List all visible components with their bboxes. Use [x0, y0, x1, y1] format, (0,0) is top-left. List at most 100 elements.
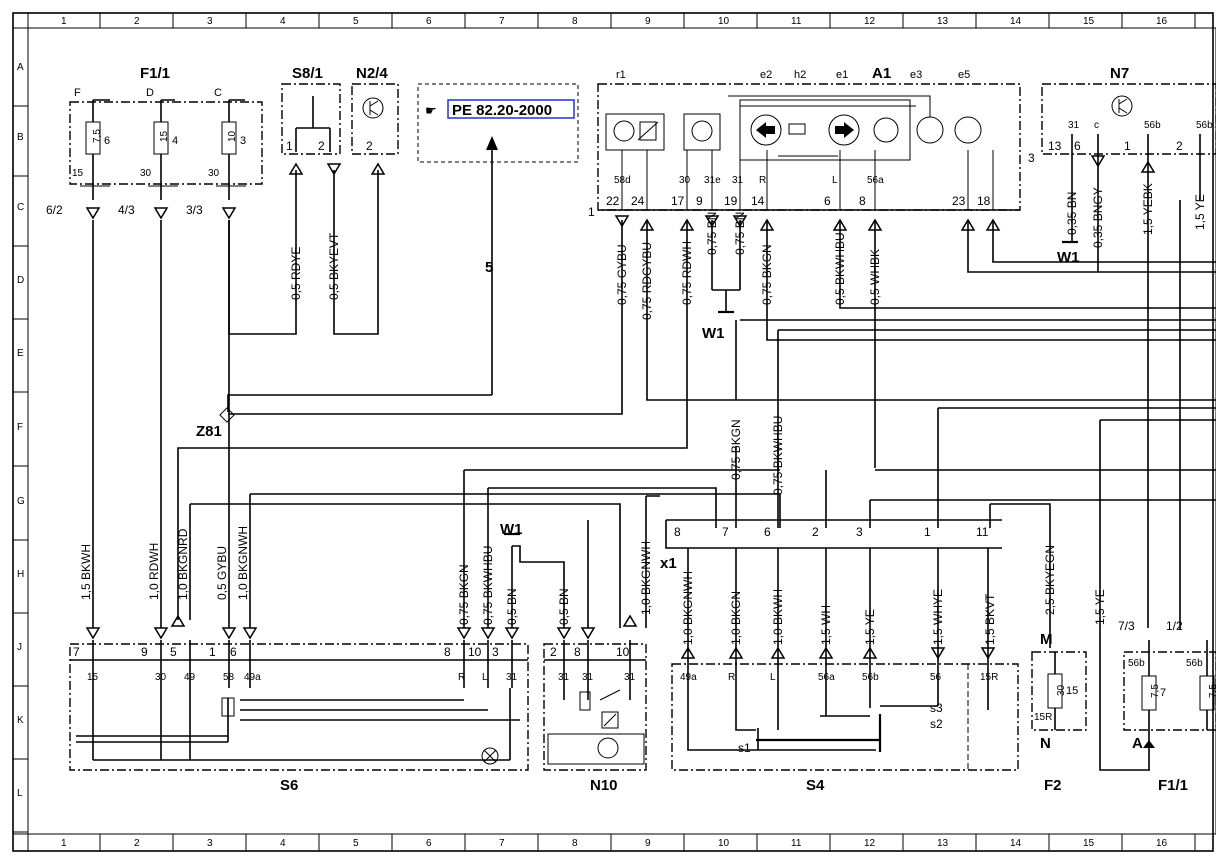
a1-term-8: 56a: [867, 175, 884, 186]
grid-row-D: D: [17, 275, 24, 286]
grid-row-A: A: [17, 62, 24, 73]
grid-col-11: 11: [791, 16, 802, 27]
f1-1-title: F1/1: [140, 65, 170, 82]
s6-term-8: R: [458, 672, 465, 683]
connector-arrow-up: [728, 646, 744, 659]
wire-label-w-s4-bkvt: 1,5 BKVT: [983, 593, 997, 645]
n2-4-pin-2: 2: [366, 139, 373, 153]
a1-term-14: R: [759, 175, 766, 186]
grid-col-8: 8: [572, 16, 578, 27]
fuse-letter-c: C: [214, 87, 222, 99]
connector-arrow-down: [221, 627, 237, 640]
fuse-f-ref: 6/2: [46, 203, 63, 217]
n7-term-6: c: [1094, 120, 1099, 131]
n7-pin-6: 6: [1074, 139, 1081, 153]
s6-term-10: L: [482, 672, 488, 683]
f1-bottom-value-1: 7,5: [1150, 684, 1161, 698]
w1-label-n7: W1: [1057, 249, 1080, 266]
connector-arrow-up: [679, 218, 695, 231]
x1-pin-11: 11: [976, 525, 989, 539]
grid-row-C: C: [17, 202, 24, 213]
connector-arrow-down: [480, 627, 496, 640]
connector-x1: x1: [660, 555, 677, 572]
f2-top-label: M: [1040, 631, 1053, 648]
a1-term-19: 31: [732, 175, 744, 186]
grid-col-1: 1: [61, 16, 67, 27]
connector-arrow-up: [818, 646, 834, 659]
wire-label-w-n10-bn: 0,5 BN: [557, 588, 571, 625]
connector-arrow-down: [556, 627, 572, 640]
connector-arrow-down: [980, 647, 996, 660]
connector-arrow-up: [639, 218, 655, 231]
s6-pin-8: 8: [444, 645, 451, 659]
fuse-f-term: 15: [72, 168, 84, 179]
connector-arrow-down: [614, 215, 630, 228]
wire-label-w-a-bkwhbu: 0,5 BKWHBU: [833, 232, 847, 305]
connector-arrow-down: [1090, 155, 1106, 168]
x1-pin-8: 8: [674, 525, 681, 539]
connector-arrow-up: [770, 646, 786, 659]
wire-label-w-s6-bn: 0,5 BN: [505, 588, 519, 625]
wire-label-w-a-whbk: 0,5 WHBK: [868, 249, 882, 305]
s4-term-56: 56: [930, 672, 942, 683]
s6-pin-1: 1: [209, 645, 216, 659]
wire-label-w-s4-bkwh: 1,0 BKWH: [771, 589, 785, 645]
n7-pin-1: 1: [1124, 139, 1131, 153]
s8-1-pin-1: 1: [286, 139, 293, 153]
lamp-icon: [481, 747, 499, 765]
grid-col-bottom-4: 4: [280, 838, 286, 849]
connector-arrow-up: [622, 614, 638, 627]
f2-value: 30: [1056, 684, 1067, 696]
fuse-f2: M N 30 15 15R F2: [1031, 631, 1087, 794]
a1-term-6: L: [832, 175, 838, 186]
connector-arrow-down: [456, 627, 472, 640]
wire-label-w-rdwh: 1,0 RDWH: [147, 543, 161, 600]
w1-label-s6: W1: [500, 521, 523, 538]
connector-arrow-down: [85, 207, 101, 220]
s6-title: S6: [280, 777, 298, 794]
a1-pin-24: 24: [631, 194, 645, 208]
fuse-c-ref: 3/3: [186, 203, 203, 217]
grid-col-7: 7: [499, 16, 505, 27]
wire-label-w-n7-yebk: 1,5 YEBK: [1141, 183, 1155, 235]
connector-arrow-up: [862, 646, 878, 659]
w1-label-a1: W1: [702, 325, 725, 342]
z81-label: Z81: [196, 423, 222, 440]
grid-row-K: K: [17, 715, 24, 726]
n10-pin-10: 10: [616, 645, 630, 659]
fuse-box-f1-1-bottom: 7/3 1/2 56b 56b 7,5 7,5 7 A F1/1: [1118, 619, 1216, 794]
n7-title: N7: [1110, 65, 1129, 82]
s4-title: S4: [806, 777, 825, 794]
connector-arrow-up: [170, 614, 186, 627]
a1-pin-6: 6: [824, 194, 831, 208]
connector-arrow-up: [288, 162, 304, 175]
a1-label-e3: e3: [910, 69, 922, 81]
switch-s4: S4 s1 s2 s3: [671, 663, 1019, 794]
f1-bottom-ref-1: 7/3: [1118, 619, 1135, 633]
a1-label-r1: r1: [616, 69, 626, 81]
x1-pin-2: 2: [812, 525, 819, 539]
fuse-letter-f: F: [74, 87, 81, 99]
wire-label-w-bkyevt: 0,5 BKYEVT: [327, 232, 341, 300]
s6-term-6: 49a: [244, 672, 261, 683]
a1-pin-14: 14: [751, 194, 765, 208]
grid-col-bottom-10: 10: [718, 838, 730, 849]
wire-label-w-a-bn1: 0,75 BN: [705, 212, 719, 255]
wire-label-w-bkgnwh: 1,0 BKGNWH: [236, 526, 250, 600]
connector-arrow-down: [153, 627, 169, 640]
wire-label-w-n7-bngy: 0,35 BNGY: [1091, 187, 1105, 248]
grid-col-2: 2: [134, 16, 140, 27]
grid-row-G: G: [17, 496, 25, 507]
wire-label-w-a-bkgn: 0,75 BKGN: [760, 244, 774, 305]
fuse-box-f1-1-top: F1/1 F D C 7,5 15 10 6 4 3 15 30 30 6/2 …: [46, 65, 263, 217]
connector-arrow-up: [960, 218, 976, 231]
grid-col-15: 15: [1083, 16, 1095, 27]
s6-pin-6: 6: [230, 645, 237, 659]
a1-pin-23: 23: [952, 194, 966, 208]
a1-pin-17: 17: [671, 194, 685, 208]
